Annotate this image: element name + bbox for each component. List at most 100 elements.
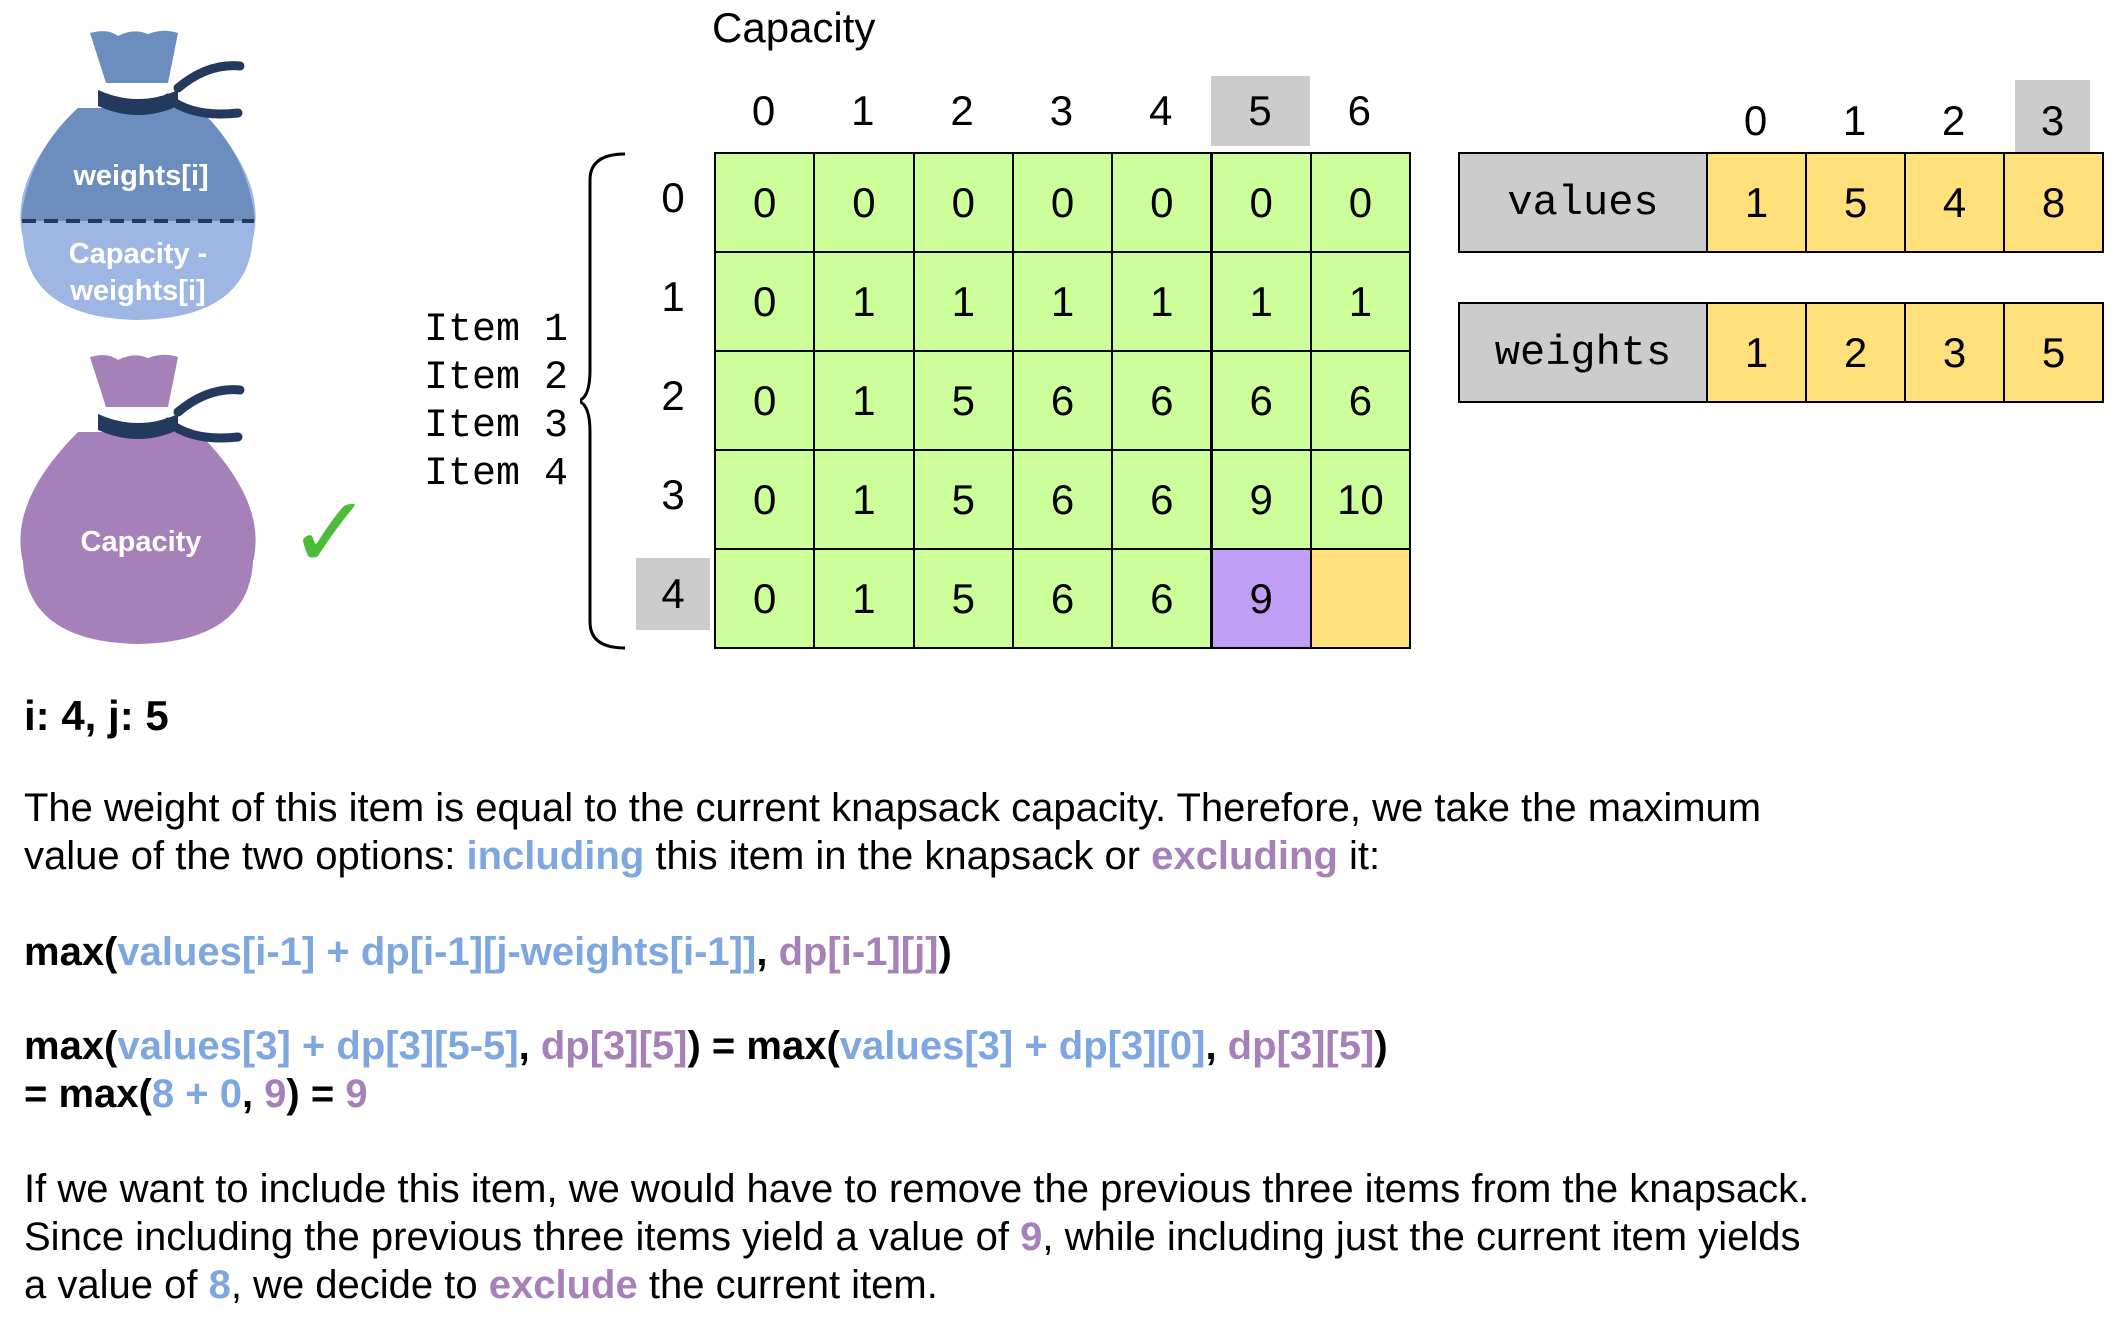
dp-col-header: 3 <box>1049 87 1074 134</box>
dp-cell: 0 <box>714 548 816 649</box>
weights-array-label: weights <box>1458 302 1708 403</box>
dp-col-header: 0 <box>751 87 776 134</box>
item-label-2: Item 2 <box>424 356 569 401</box>
dp-cell: 1 <box>1210 251 1312 352</box>
values-array-cell: 5 <box>1805 152 1906 253</box>
formula-line-1: max(values[3] + dp[3][5-5], dp[3][5]) = … <box>24 1022 1388 1070</box>
formula-substituted: max(values[3] + dp[3][5-5], dp[3][5]) = … <box>24 1022 1388 1118</box>
dp-cell: 5 <box>912 548 1014 649</box>
dp-cell: 6 <box>1011 548 1114 649</box>
dp-cell: 1 <box>813 350 915 451</box>
f3-result-eq: ) = <box>286 1072 346 1116</box>
dp-cell: 0 <box>813 152 915 253</box>
p2-nine: 9 <box>1020 1215 1043 1259</box>
paragraph-2-line-3: a value of 8, we decide to exclude the c… <box>24 1261 2114 1309</box>
f2-exclude-term: dp[3][5] <box>540 1024 688 1068</box>
f2-exclude-term-2: dp[3][5] <box>1227 1024 1375 1068</box>
f2-max: max( <box>24 1024 118 1068</box>
dp-col-header: 5 <box>1210 76 1310 146</box>
checkmark-icon: ✓ <box>288 474 372 591</box>
f3-eq: = max( <box>24 1072 152 1116</box>
dp-cell: 1 <box>1011 251 1114 352</box>
dp-cell: 0 <box>714 449 816 550</box>
bag-remaining-label-2: weights[i] <box>70 275 206 307</box>
dp-cell: 1 <box>912 251 1014 352</box>
array-index-header: 2 <box>1941 97 1966 144</box>
paragraph-2-line-1: If we want to include this item, we woul… <box>24 1167 1810 1211</box>
weights-array-cell: 1 <box>1706 302 1807 403</box>
dp-cell: 6 <box>1111 548 1213 649</box>
dp-cell: 0 <box>912 152 1014 253</box>
f3-comma: , <box>241 1072 265 1116</box>
paragraph-1-line-2: value of the two options: including this… <box>24 832 2104 880</box>
f2-comma-2: , <box>1205 1024 1228 1068</box>
item-label-4: Item 4 <box>424 452 569 497</box>
dp-cell: 0 <box>1011 152 1114 253</box>
formula-general: max(values[i-1] + dp[i-1][j-weights[i-1]… <box>24 928 952 976</box>
dp-cell: 6 <box>1111 449 1213 550</box>
f1-close: ) <box>938 930 952 974</box>
dp-cell: 10 <box>1309 449 1412 550</box>
dp-cell: 0 <box>714 251 816 352</box>
weights-array-cell: 5 <box>2003 302 2104 403</box>
excluding-word: excluding <box>1151 834 1338 878</box>
p2-text-b: Since including the previous three items… <box>24 1215 1021 1259</box>
paragraph-2: If we want to include this item, we woul… <box>24 1165 2114 1309</box>
brace-icon <box>577 150 630 657</box>
p1-text-c: this item in the knapsack or <box>644 834 1152 878</box>
p2-text-c: , while including just the current item … <box>1042 1215 1801 1259</box>
dp-row-header: 1 <box>661 273 685 320</box>
dp-cell: 0 <box>1309 152 1412 253</box>
dp-cell: 5 <box>912 449 1014 550</box>
weights-array-cell: 3 <box>1904 302 2005 403</box>
f1-max: max( <box>24 930 118 974</box>
array-index-header: 3 <box>2015 80 2090 156</box>
p2-text-f: the current item. <box>637 1263 938 1307</box>
p2-text-d: a value of <box>24 1263 209 1307</box>
dp-row-header: 0 <box>661 174 685 221</box>
dp-cell: 0 <box>714 152 816 253</box>
capacity-title: Capacity <box>712 4 876 51</box>
f2-include-term: values[3] + dp[3][5-5] <box>117 1024 519 1068</box>
dp-cell: 5 <box>912 350 1014 451</box>
bag-capacity-icon <box>20 354 256 644</box>
f1-include-term: values[i-1] + dp[i-1][j-weights[i-1]] <box>117 930 757 974</box>
dp-cell <box>1309 548 1412 649</box>
f2-eq: ) = max( <box>687 1024 840 1068</box>
f2-include-term-2: values[3] + dp[3][0] <box>839 1024 1206 1068</box>
f2-comma: , <box>518 1024 541 1068</box>
values-array-cell: 8 <box>2003 152 2104 253</box>
dp-cell: 6 <box>1309 350 1412 451</box>
dp-cell: 1 <box>813 449 915 550</box>
dp-cell: 6 <box>1011 449 1114 550</box>
dp-col-header: 2 <box>950 87 974 134</box>
dp-row-header: 2 <box>661 372 685 419</box>
dp-cell: 0 <box>1111 152 1213 253</box>
bag-remaining-label-1: Capacity - <box>68 238 208 270</box>
dp-cell: 6 <box>1111 350 1213 451</box>
p1-text-d: it: <box>1337 834 1381 878</box>
item-label-3: Item 3 <box>424 404 569 449</box>
values-array-cell: 1 <box>1706 152 1807 253</box>
dp-col-header: 4 <box>1149 87 1173 134</box>
knapsack-bag-split <box>18 28 258 328</box>
index-line: i: 4, j: 5 <box>24 692 169 739</box>
dp-cell: 9 <box>1210 449 1312 550</box>
weights-array-cell: 2 <box>1805 302 1906 403</box>
dp-cell: 6 <box>1011 350 1114 451</box>
f2-close: ) <box>1374 1024 1388 1068</box>
f1-exclude-term: dp[i-1][j] <box>778 930 939 974</box>
exclude-word: exclude <box>488 1263 638 1307</box>
including-word: including <box>466 834 645 878</box>
f3-exclude-value: 9 <box>264 1072 287 1116</box>
dp-cell: 1 <box>813 548 915 649</box>
dp-col-header: 1 <box>851 87 875 134</box>
f3-result: 9 <box>345 1072 368 1116</box>
values-array-label: values <box>1458 152 1708 253</box>
bag-weights-label: weights[i] <box>73 160 209 192</box>
dp-col-header: 6 <box>1347 87 1371 134</box>
formula-line-2: = max(8 + 0, 9) = 9 <box>24 1070 1388 1118</box>
dp-cell: 0 <box>1210 152 1312 253</box>
bag-split-icon <box>20 30 256 320</box>
dp-row-header: 3 <box>661 471 685 518</box>
